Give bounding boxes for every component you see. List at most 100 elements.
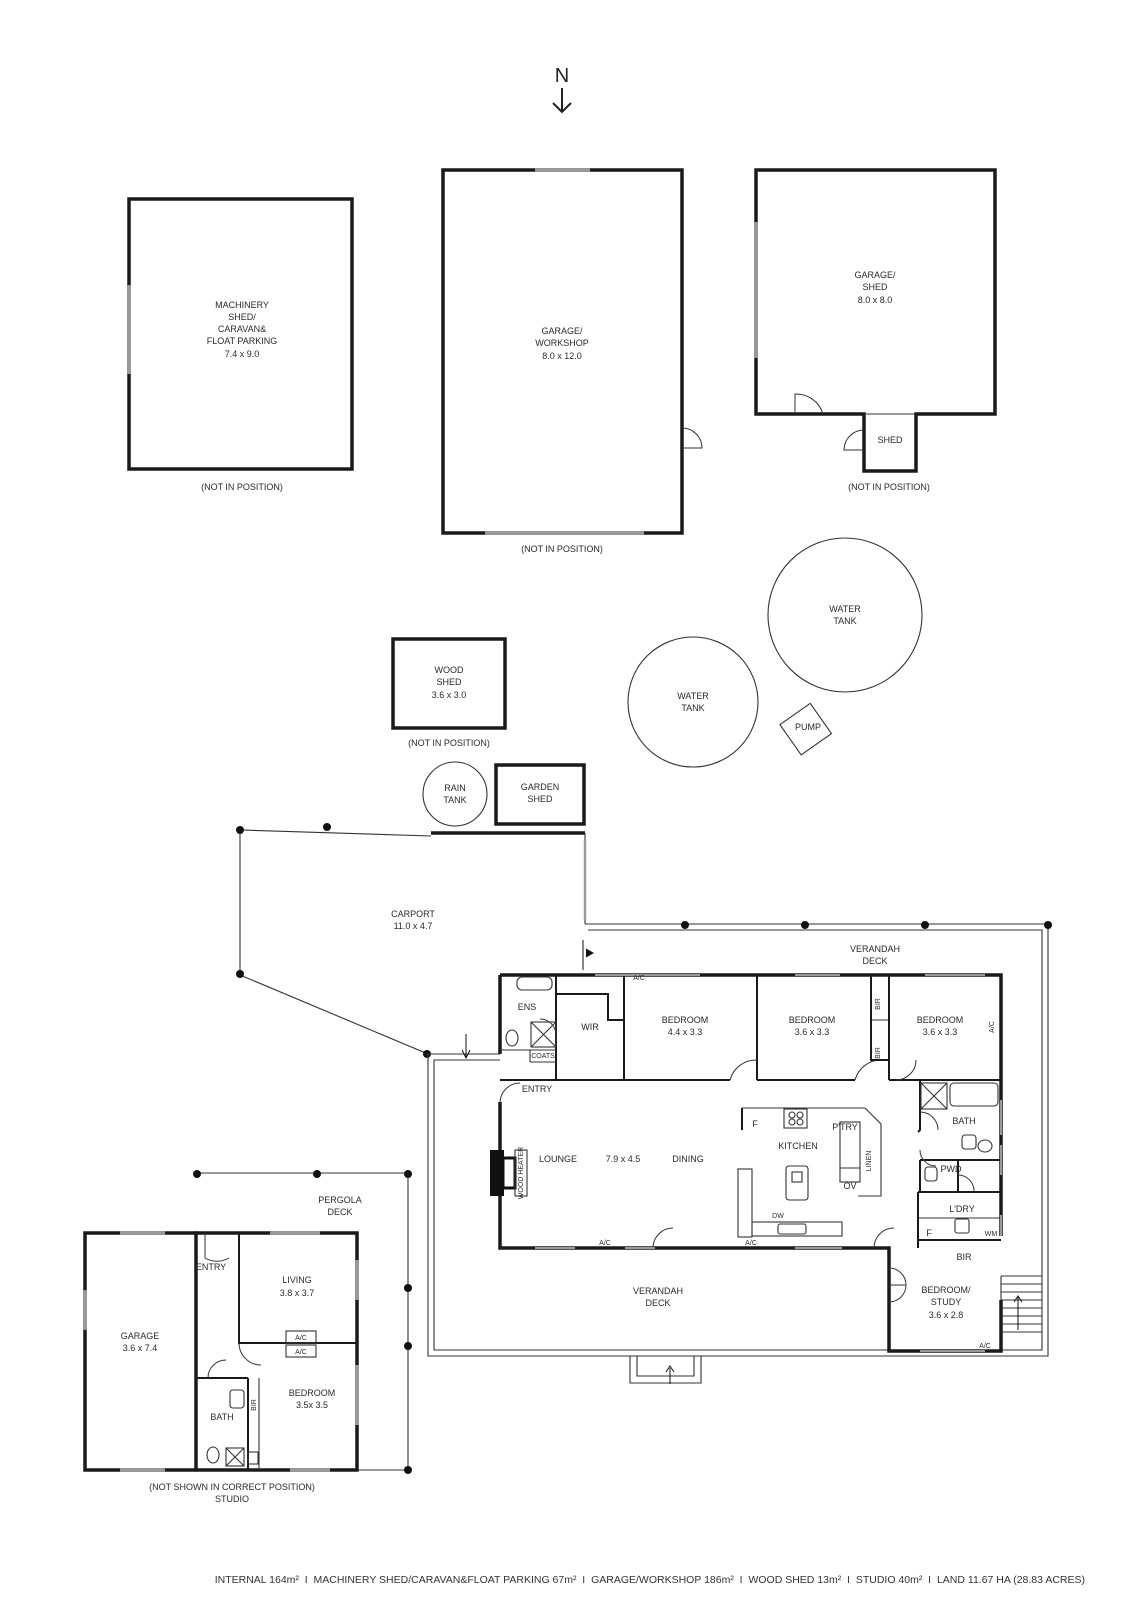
bed2-name: BEDROOM bbox=[789, 1015, 836, 1025]
ac-label-bed3: A/C bbox=[989, 1021, 996, 1033]
house-verandah: VERANDAH DECK VERANDAH DECK bbox=[427, 921, 1052, 1384]
kitchen-label: KITCHEN bbox=[778, 1141, 818, 1151]
machinery-label-1: MACHINERY bbox=[215, 300, 269, 310]
water-tank-2-label-1: WATER bbox=[677, 691, 709, 701]
rain-tank-label-1: RAIN bbox=[444, 783, 466, 793]
studio-ac-label-1: A/C bbox=[295, 1335, 307, 1342]
carport: CARPORT 11.0 x 4.7 bbox=[236, 823, 587, 1058]
garden-shed-label-1: GARDEN bbox=[521, 782, 560, 792]
machinery-label-2: SHED/ bbox=[228, 312, 256, 322]
area-summary-footer: INTERNAL 164m² I MACHINERY SHED/CARAVAN&… bbox=[215, 1574, 1085, 1586]
wood-shed: WOOD SHED 3.6 x 3.0 (NOT IN POSITION) bbox=[391, 637, 507, 748]
footer-divider: I bbox=[925, 1574, 935, 1586]
machinery-shed: MACHINERY SHED/ CARAVAN& FLOAT PARKING 7… bbox=[127, 197, 354, 492]
studio-entry-label: ENTRY bbox=[196, 1262, 226, 1272]
pump-label: PUMP bbox=[795, 722, 821, 732]
workshop-note: (NOT IN POSITION) bbox=[521, 544, 603, 554]
footer-divider: I bbox=[301, 1574, 311, 1586]
footer-machinery: MACHINERY SHED/CARAVAN&FLOAT PARKING 67m… bbox=[313, 1574, 577, 1586]
studio-note: (NOT SHOWN IN CORRECT POSITION) bbox=[149, 1482, 315, 1492]
studio-bath-label: BATH bbox=[210, 1412, 233, 1422]
wir-label: WIR bbox=[581, 1022, 599, 1032]
machinery-dims: 7.4 x 9.0 bbox=[225, 349, 260, 359]
verandah-south-label-2: DECK bbox=[645, 1298, 670, 1308]
garage-workshop: GARAGE/ WORKSHOP 8.0 x 12.0 (NOT IN POSI… bbox=[441, 168, 703, 554]
ac-label-bed1: A/C bbox=[633, 975, 645, 982]
house-labels: ENS WIR COATS ENTRY A/C BEDROOM 4.4 x 3.… bbox=[518, 975, 998, 1350]
bed1-dims: 4.4 x 3.3 bbox=[668, 1027, 703, 1037]
bir-label-1: BIR bbox=[875, 998, 882, 1010]
stairs bbox=[1000, 1275, 1042, 1333]
garage-shed-label-1: GARAGE/ bbox=[854, 270, 896, 280]
water-tank-1-label-2: TANK bbox=[833, 616, 856, 626]
lounge-label: LOUNGE bbox=[539, 1154, 577, 1164]
small-shed-label: SHED bbox=[877, 435, 903, 445]
footer-divider: I bbox=[579, 1574, 589, 1586]
rain-tank-label-2: TANK bbox=[443, 795, 466, 805]
rain-tank: RAIN TANK bbox=[422, 761, 488, 827]
wood-shed-note: (NOT IN POSITION) bbox=[408, 738, 490, 748]
pwd-label: PWD bbox=[941, 1164, 962, 1174]
bed3-dims: 3.6 x 3.3 bbox=[923, 1027, 958, 1037]
studio-ac-label-2: A/C bbox=[295, 1349, 307, 1356]
garage-shed-dims: 8.0 x 8.0 bbox=[858, 295, 893, 305]
carport-name: CARPORT bbox=[391, 909, 435, 919]
water-tanks: WATER TANK WATER TANK PUMP bbox=[627, 537, 923, 768]
pantry-label: P'TRY bbox=[832, 1122, 858, 1132]
studio-bir-label: BIR bbox=[251, 1399, 258, 1411]
fridge-label: F bbox=[752, 1119, 758, 1129]
study-label-1: BEDROOM/ bbox=[921, 1285, 971, 1295]
entry-label: ENTRY bbox=[522, 1084, 552, 1094]
coats-label: COATS bbox=[531, 1053, 555, 1060]
lounge-dims: 7.9 x 4.5 bbox=[606, 1154, 641, 1164]
bed3-name: BEDROOM bbox=[917, 1015, 964, 1025]
studio-living-dims: 3.8 x 3.7 bbox=[280, 1288, 315, 1298]
ldry-label: L'DRY bbox=[949, 1204, 975, 1214]
ac-label-study: A/C bbox=[979, 1343, 991, 1350]
water-tank-2-label-2: TANK bbox=[681, 703, 704, 713]
dining-label: DINING bbox=[672, 1154, 704, 1164]
studio: PERGOLA DECK GARAGE 3.6 x 7.4 ENTRY LIVI… bbox=[83, 1170, 412, 1504]
bed1-name: BEDROOM bbox=[662, 1015, 709, 1025]
wood-shed-label-2: SHED bbox=[436, 677, 462, 687]
machinery-note: (NOT IN POSITION) bbox=[201, 482, 283, 492]
footer-studio: STUDIO 40m² bbox=[855, 1574, 923, 1586]
footer-wood-shed: WOOD SHED 13m² bbox=[748, 1574, 842, 1586]
north-arrow-icon: N bbox=[552, 65, 572, 114]
wm-label: WM bbox=[985, 1231, 998, 1238]
study-dims: 3.6 x 2.8 bbox=[929, 1310, 964, 1320]
ens-label: ENS bbox=[518, 1002, 537, 1012]
footer-divider: I bbox=[736, 1574, 746, 1586]
verandah-north-label-1: VERANDAH bbox=[850, 944, 900, 954]
workshop-label-1: GARAGE/ bbox=[541, 326, 583, 336]
garage-shed-note: (NOT IN POSITION) bbox=[848, 482, 930, 492]
garden-shed: GARDEN SHED bbox=[494, 763, 586, 826]
ac-label-lounge: A/C bbox=[599, 1240, 611, 1247]
machinery-label-4: FLOAT PARKING bbox=[207, 336, 278, 346]
studio-bedroom-dims: 3.5x 3.5 bbox=[296, 1400, 328, 1410]
carport-dims: 11.0 x 4.7 bbox=[394, 921, 433, 931]
water-tank-1-label-1: WATER bbox=[829, 604, 861, 614]
footer-internal: INTERNAL 164m² bbox=[214, 1574, 299, 1586]
garage-shed: GARAGE/ SHED 8.0 x 8.0 SHED (NOT IN POSI… bbox=[754, 168, 997, 492]
footer-divider: I bbox=[844, 1574, 853, 1586]
pergola-label-1: PERGOLA bbox=[318, 1195, 362, 1205]
laundry-bir-label: BIR bbox=[956, 1252, 972, 1262]
wood-heater-label: WOOD HEATER bbox=[518, 1147, 525, 1199]
bath-label: BATH bbox=[952, 1116, 975, 1126]
house-walls bbox=[490, 973, 1003, 1353]
verandah-south-label-1: VERANDAH bbox=[633, 1286, 683, 1296]
studio-garage-name: GARAGE bbox=[121, 1331, 160, 1341]
footer-workshop: GARAGE/WORKSHOP 186m² bbox=[591, 1574, 734, 1586]
workshop-label-2: WORKSHOP bbox=[535, 338, 589, 348]
studio-garage-dims: 3.6 x 7.4 bbox=[123, 1343, 158, 1353]
verandah-north-label-2: DECK bbox=[862, 956, 887, 966]
studio-living-name: LIVING bbox=[282, 1275, 312, 1285]
studio-bedroom-name: BEDROOM bbox=[289, 1388, 336, 1398]
dw-label: DW bbox=[772, 1213, 784, 1220]
laundry-fridge-label: F bbox=[926, 1228, 932, 1238]
wood-shed-label-1: WOOD bbox=[435, 665, 464, 675]
garage-shed-label-2: SHED bbox=[862, 282, 888, 292]
garden-shed-label-2: SHED bbox=[527, 794, 553, 804]
linen-label: LINEN bbox=[866, 1151, 873, 1172]
